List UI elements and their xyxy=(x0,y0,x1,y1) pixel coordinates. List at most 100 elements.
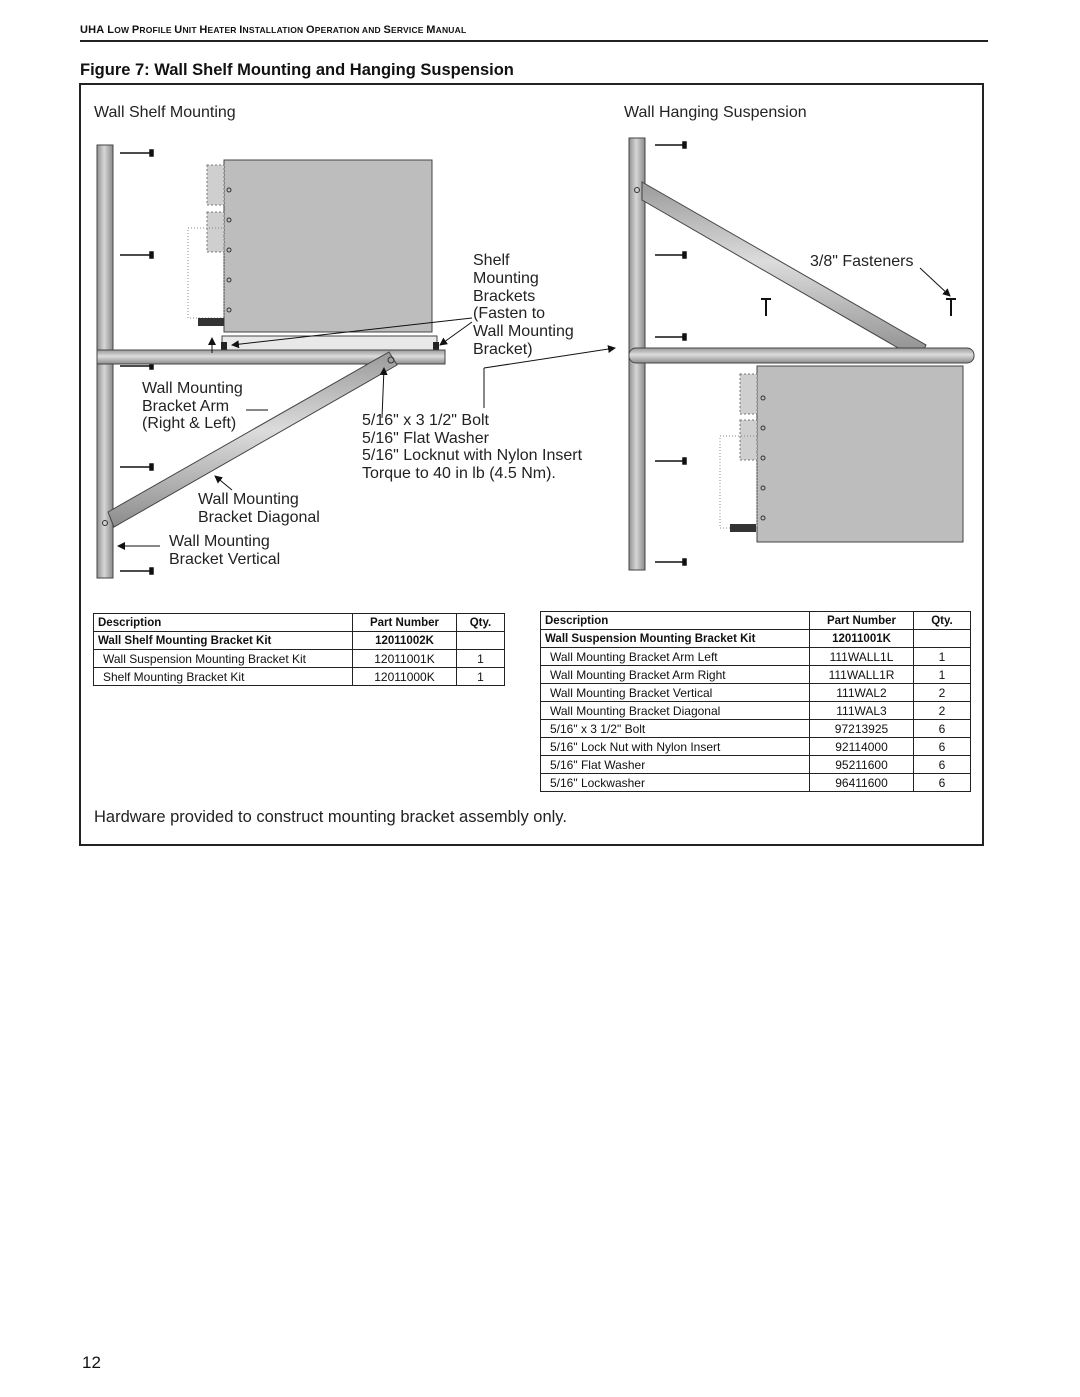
running-head-part: UHA L xyxy=(80,24,115,36)
left-diagonal-bracket xyxy=(107,351,398,528)
row-description: Wall Mounting Bracket Arm Left xyxy=(540,647,810,666)
kit-row: Wall Shelf Mounting Bracket Kit 12011002… xyxy=(93,631,505,650)
right-wall-fasteners xyxy=(655,141,687,566)
row-description: 5/16" Lock Nut with Nylon Insert xyxy=(540,737,810,756)
left-heater-unit xyxy=(187,159,439,352)
row-qty: 6 xyxy=(913,755,971,774)
table-row: 5/16" Lockwasher 96411600 6 xyxy=(540,773,971,792)
column-header: Part Number xyxy=(809,611,914,630)
table-row: Wall Mounting Bracket Vertical 111WAL2 2 xyxy=(540,683,971,702)
shelf-kit-table: Description Part Number Qty. Wall Shelf … xyxy=(93,613,505,686)
shelf-brackets-label-line: Brackets xyxy=(473,288,536,305)
column-header: Qty. xyxy=(456,613,505,632)
arm-label-line: (Right & Left) xyxy=(142,415,237,432)
kit-description: Wall Suspension Mounting Bracket Kit xyxy=(540,629,810,648)
table-header-row: Description Part Number Qty. xyxy=(93,613,505,632)
running-head-part: PERATION AND xyxy=(314,25,384,35)
running-head-part: S xyxy=(383,24,391,36)
kit-qty xyxy=(913,629,971,648)
right-heater-unit xyxy=(719,365,964,543)
shelf-brackets-label-line: Mounting xyxy=(473,270,539,287)
right-heading: Wall Hanging Suspension xyxy=(624,104,807,121)
shelf-bracket-arm xyxy=(96,349,446,365)
diagonal-label-line: Bracket Diagonal xyxy=(198,509,320,526)
running-head-part: ROFILE xyxy=(139,25,175,35)
row-qty: 2 xyxy=(913,701,971,720)
hardware-label-line: Torque to 40 in lb (4.5 Nm). xyxy=(362,465,556,482)
row-qty: 6 xyxy=(913,719,971,738)
column-header: Qty. xyxy=(913,611,971,630)
mounting-diagram xyxy=(96,137,975,579)
vertical-label-line: Bracket Vertical xyxy=(169,551,281,568)
kit-description: Wall Shelf Mounting Bracket Kit xyxy=(93,631,353,650)
kit-part-number: 12011001K xyxy=(809,629,914,648)
table-row: 5/16" Flat Washer 95211600 6 xyxy=(540,755,971,774)
page-number: 12 xyxy=(82,1353,101,1372)
shelf-brackets-label-line: Shelf xyxy=(473,252,510,269)
table-row: Shelf Mounting Bracket Kit 12011000K 1 xyxy=(93,667,505,686)
fasteners-label: 3/8" Fasteners xyxy=(810,253,914,270)
row-part-number: 111WAL3 xyxy=(809,701,914,720)
row-description: Shelf Mounting Bracket Kit xyxy=(93,667,353,686)
kit-qty xyxy=(456,631,505,650)
row-part-number: 12011000K xyxy=(352,667,457,686)
row-description: 5/16" Flat Washer xyxy=(540,755,810,774)
running-head-part: ANUAL xyxy=(435,25,467,35)
left-wall-fasteners xyxy=(120,149,154,575)
row-qty: 2 xyxy=(913,683,971,702)
figure-frame xyxy=(79,83,984,846)
table-row: Wall Mounting Bracket Arm Right 111WALL1… xyxy=(540,665,971,684)
row-part-number: 111WAL2 xyxy=(809,683,914,702)
running-head-part: P xyxy=(131,24,140,36)
running-head-part: M xyxy=(426,24,436,36)
shelf-brackets-label-line: Bracket) xyxy=(473,341,533,358)
table-row: Wall Suspension Mounting Bracket Kit 120… xyxy=(93,649,505,668)
suspension-fasteners xyxy=(761,298,956,316)
shelf-brackets-label-line: Wall Mounting xyxy=(473,323,574,340)
running-head-part: ERVICE xyxy=(390,25,427,35)
hardware-label-line: 5/16" x 3 1/2" Bolt xyxy=(362,412,489,429)
figure-title: Figure 7: Wall Shelf Mounting and Hangin… xyxy=(80,61,514,79)
table-header-row: Description Part Number Qty. xyxy=(540,611,971,630)
shelf-brackets-label-line: (Fasten to xyxy=(473,305,546,322)
row-part-number: 95211600 xyxy=(809,755,914,774)
suspension-bracket-arm xyxy=(628,347,975,364)
column-header: Description xyxy=(540,611,810,630)
table-row: Wall Mounting Bracket Diagonal 111WAL3 2 xyxy=(540,701,971,720)
column-header: Part Number xyxy=(352,613,457,632)
running-head-part: O xyxy=(305,24,315,36)
running-head-part: NSTALLATION xyxy=(242,25,306,35)
row-description: Wall Mounting Bracket Diagonal xyxy=(540,701,810,720)
table-row: Wall Mounting Bracket Arm Left 111WALL1L… xyxy=(540,647,971,666)
table-row: 5/16" x 3 1/2" Bolt 97213925 6 xyxy=(540,719,971,738)
running-header: UHA LOW PROFILE UNIT HEATER INSTALLATION… xyxy=(80,24,988,42)
kit-part-number: 12011002K xyxy=(352,631,457,650)
running-head-part: OW xyxy=(114,25,132,35)
row-description: Wall Mounting Bracket Vertical xyxy=(540,683,810,702)
row-part-number: 111WALL1L xyxy=(809,647,914,666)
row-part-number: 96411600 xyxy=(809,773,914,792)
row-part-number: 92114000 xyxy=(809,737,914,756)
suspension-kit-table: Description Part Number Qty. Wall Suspen… xyxy=(540,611,971,792)
leader-lines xyxy=(117,267,951,550)
table-row: 5/16" Lock Nut with Nylon Insert 9211400… xyxy=(540,737,971,756)
hardware-label-line: 5/16" Flat Washer xyxy=(362,430,489,447)
row-part-number: 97213925 xyxy=(809,719,914,738)
left-heading: Wall Shelf Mounting xyxy=(94,104,236,121)
row-qty: 1 xyxy=(913,647,971,666)
row-description: Wall Suspension Mounting Bracket Kit xyxy=(93,649,353,668)
column-header: Description xyxy=(93,613,353,632)
arm-label-line: Bracket Arm xyxy=(142,398,230,415)
hardware-note: Hardware provided to construct mounting … xyxy=(94,808,567,826)
row-description: 5/16" Lockwasher xyxy=(540,773,810,792)
row-description: Wall Mounting Bracket Arm Right xyxy=(540,665,810,684)
row-qty: 1 xyxy=(913,665,971,684)
row-qty: 6 xyxy=(913,773,971,792)
running-head-part: EATER xyxy=(207,25,240,35)
row-qty: 1 xyxy=(456,667,505,686)
arm-label-line: Wall Mounting xyxy=(142,380,243,397)
vertical-label-line: Wall Mounting xyxy=(169,533,270,550)
row-description: 5/16" x 3 1/2" Bolt xyxy=(540,719,810,738)
row-qty: 1 xyxy=(456,649,505,668)
diagonal-label-line: Wall Mounting xyxy=(198,491,299,508)
